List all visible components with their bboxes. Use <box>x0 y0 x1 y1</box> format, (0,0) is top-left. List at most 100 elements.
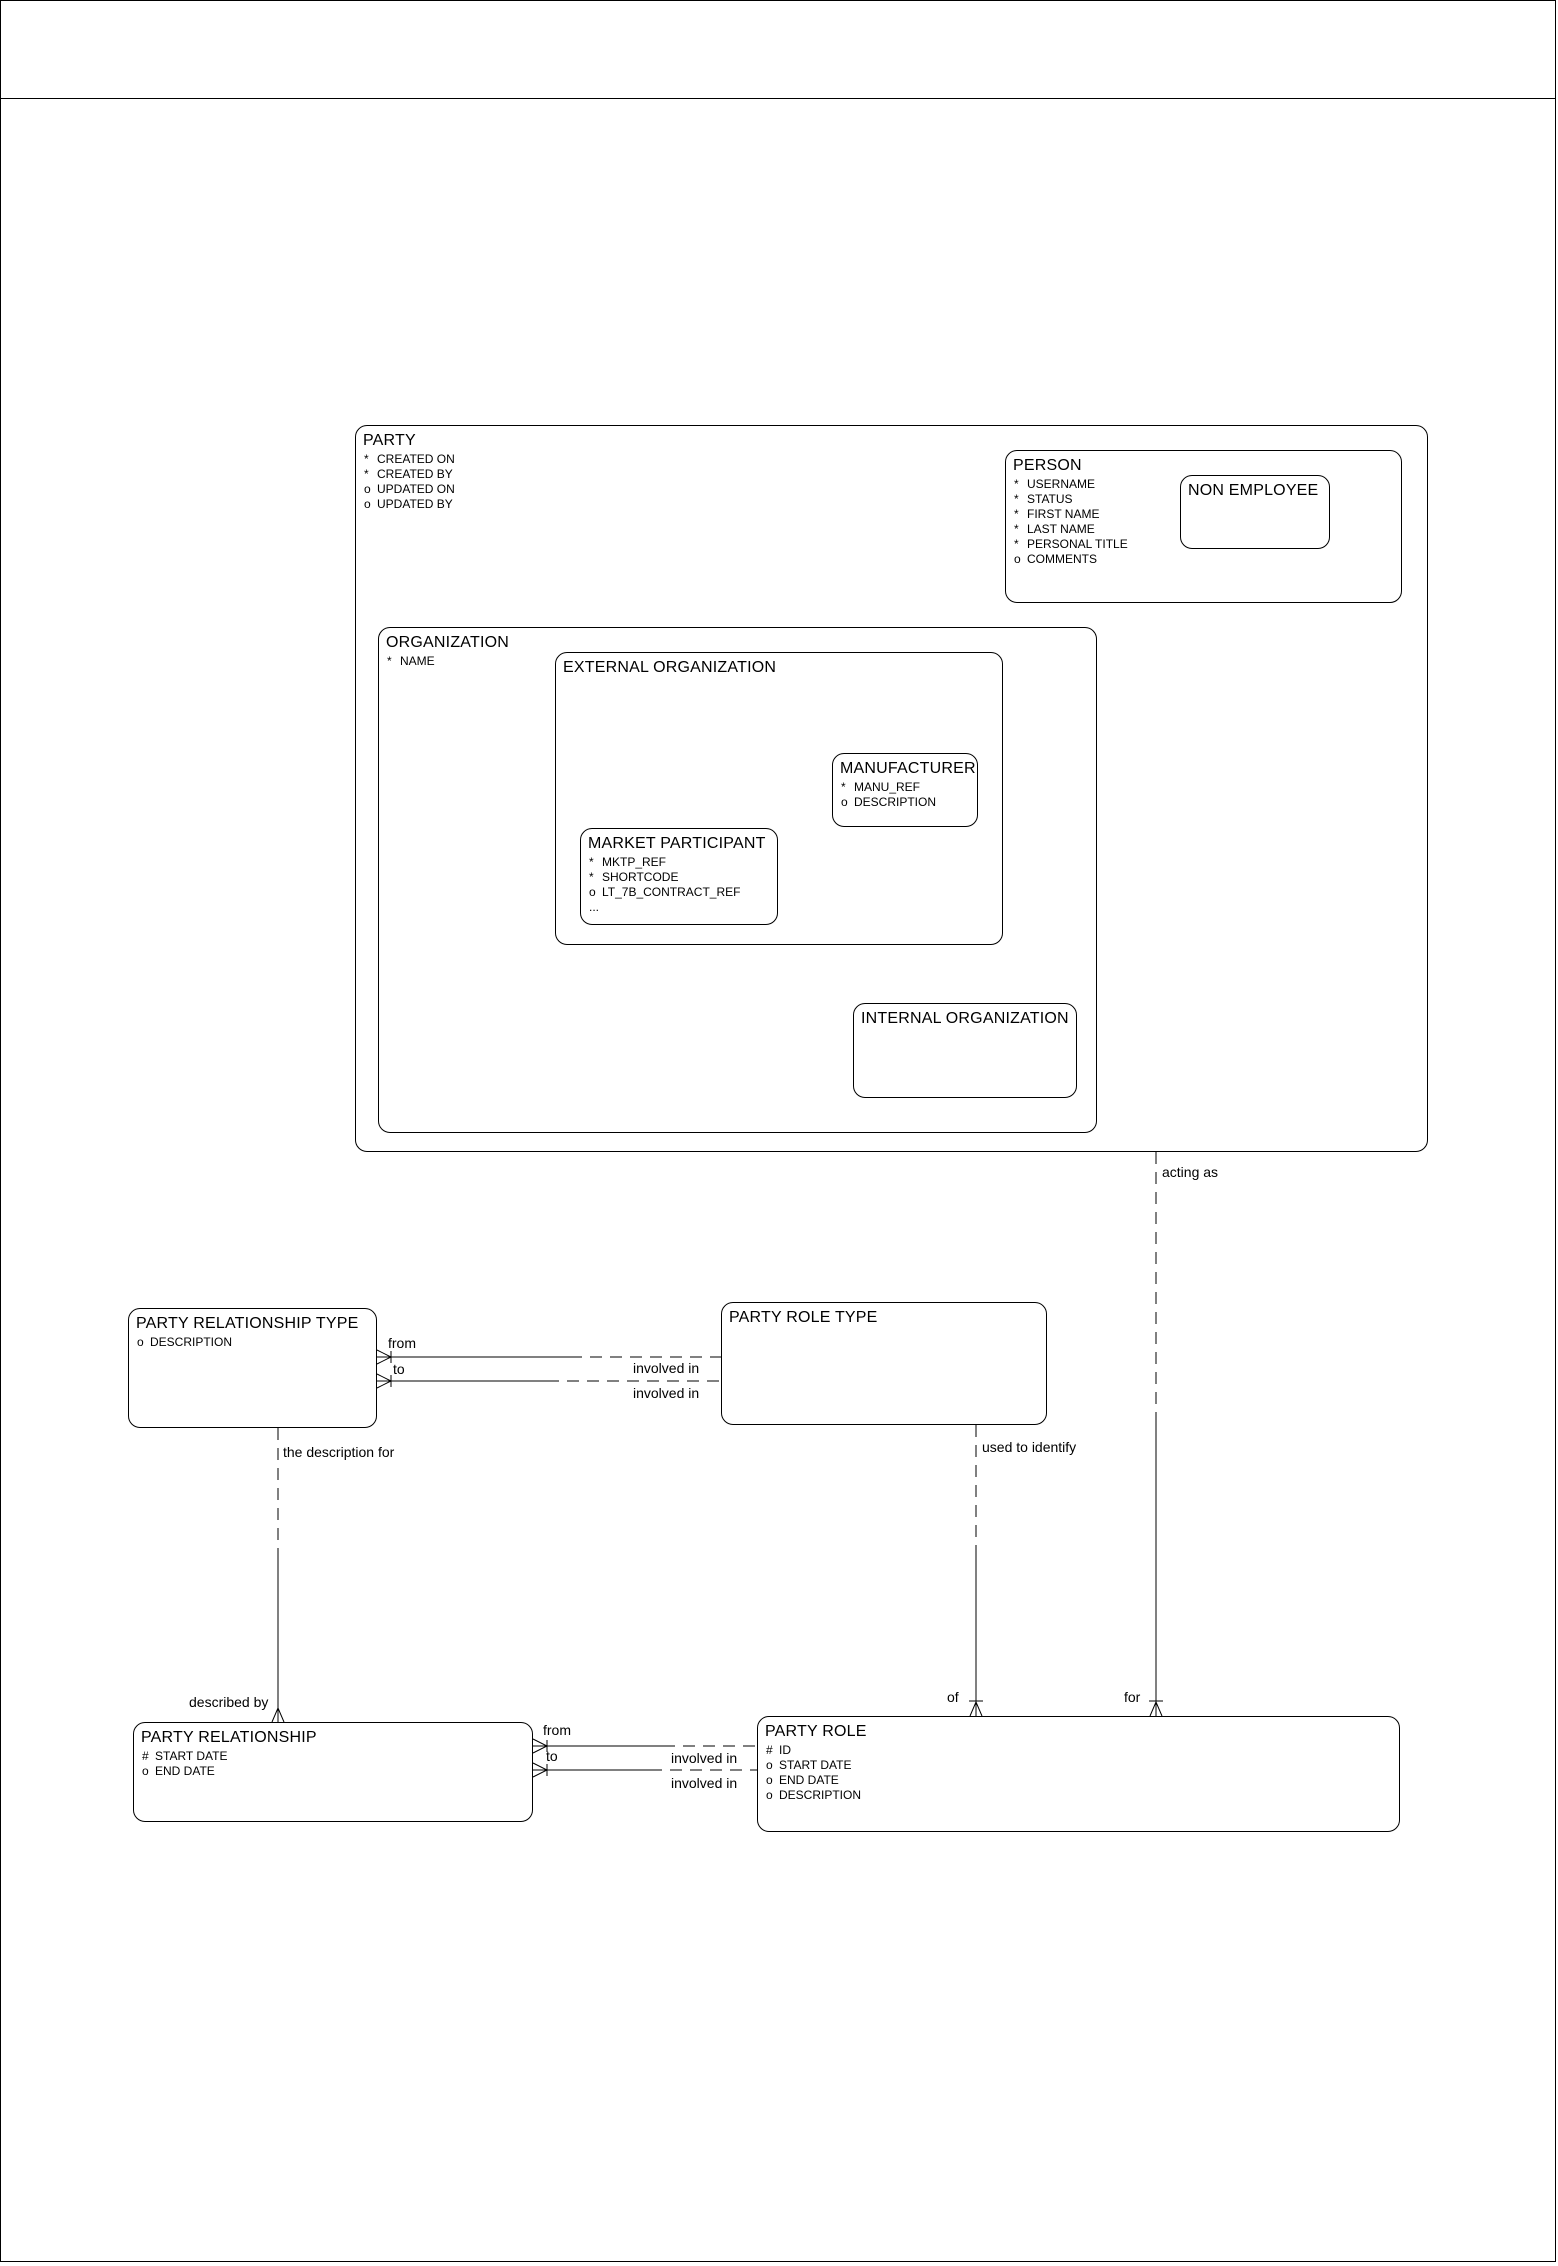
attribute-name: START DATE <box>155 1749 228 1763</box>
entity-title: NON EMPLOYEE <box>1188 482 1319 499</box>
relationship-label-to-type: to <box>393 1361 405 1377</box>
attribute-marker: o <box>766 1758 773 1772</box>
attribute-row: * NAME <box>379 654 1096 669</box>
attribute-row: * STATUS <box>1006 492 1401 507</box>
entity-title: PARTY ROLE <box>765 1723 867 1740</box>
attribute-row: * CREATED ON <box>356 452 1427 467</box>
attribute-marker: o <box>364 482 371 496</box>
attribute-marker: * <box>1014 492 1019 506</box>
relationship-label-involved-in-rel-2: involved in <box>671 1775 738 1791</box>
attribute-row: o LT_7B_CONTRACT_REF <box>581 885 777 900</box>
entity-non-employee: NON EMPLOYEE <box>1180 475 1330 549</box>
relationship-label-from-type: from <box>388 1335 416 1351</box>
attribute-marker: o <box>364 497 371 511</box>
entity-title: ORGANIZATION <box>386 634 509 651</box>
attribute-marker: * <box>1014 522 1019 536</box>
relationship-label-involved-in-rel-1: involved in <box>671 1750 738 1766</box>
attribute-row: o DESCRIPTION <box>129 1335 376 1350</box>
attribute-name: DESCRIPTION <box>854 795 937 809</box>
attribute-marker: * <box>1014 477 1019 491</box>
attribute-marker: o <box>142 1764 149 1778</box>
entity-title: PARTY RELATIONSHIP <box>141 1729 317 1746</box>
attribute-row: * USERNAME <box>1006 477 1401 492</box>
entity-title: PERSON <box>1013 457 1082 474</box>
attribute-name: SHORTCODE <box>602 870 679 884</box>
attribute-name: START DATE <box>779 1758 852 1772</box>
attribute-name: LT_7B_CONTRACT_REF <box>602 885 741 899</box>
attribute-marker: ... <box>589 900 600 914</box>
attribute-name: PERSONAL TITLE <box>1027 537 1128 551</box>
attribute-marker: o <box>589 885 596 899</box>
relationship-label-involved-in-type-1: involved in <box>633 1360 700 1376</box>
attribute-row: o DESCRIPTION <box>833 795 977 810</box>
attribute-name: END DATE <box>155 1764 215 1778</box>
attribute-name: CREATED BY <box>377 467 453 481</box>
attribute-name: MKTP_REF <box>602 855 667 869</box>
attribute-row: * FIRST NAME <box>1006 507 1401 522</box>
relationship-label-described-by: described by <box>189 1694 269 1710</box>
entity-market-participant: MARKET PARTICIPANT * MKTP_REF * SHORTCOD… <box>580 828 778 925</box>
page-header-divider <box>0 98 1556 99</box>
attribute-marker: * <box>387 654 392 668</box>
relationship-label-used-to-identify: used to identify <box>982 1439 1077 1455</box>
attribute-row: * LAST NAME <box>1006 522 1401 537</box>
entity-title: PARTY RELATIONSHIP TYPE <box>136 1315 359 1332</box>
attribute-name: CREATED ON <box>377 452 455 466</box>
attribute-marker: o <box>137 1335 144 1349</box>
entity-title: MARKET PARTICIPANT <box>588 835 766 852</box>
attribute-name: UPDATED ON <box>377 482 455 496</box>
attribute-marker: o <box>766 1773 773 1787</box>
attribute-row: * PERSONAL TITLE <box>1006 537 1401 552</box>
attribute-marker: * <box>364 452 369 466</box>
attribute-row: * SHORTCODE <box>581 870 777 885</box>
entity-party-relationship: PARTY RELATIONSHIP # START DATE o END DA… <box>133 1722 533 1822</box>
entity-title: MANUFACTURER <box>840 760 976 777</box>
attribute-name: MANU_REF <box>854 780 921 794</box>
attribute-marker: * <box>589 855 594 869</box>
attribute-name: DESCRIPTION <box>150 1335 233 1349</box>
attribute-name: DESCRIPTION <box>779 1788 862 1802</box>
attribute-name: USERNAME <box>1027 477 1096 491</box>
attribute-name: STATUS <box>1027 492 1073 506</box>
attribute-name: FIRST NAME <box>1027 507 1100 521</box>
attribute-row: ... <box>581 900 777 915</box>
attribute-marker: # <box>766 1743 773 1757</box>
attribute-name: UPDATED BY <box>377 497 453 511</box>
attribute-row: # ID <box>758 1743 1399 1758</box>
attribute-row: o END DATE <box>134 1764 532 1779</box>
attribute-row: * MANU_REF <box>833 780 977 795</box>
attribute-name: NAME <box>400 654 435 668</box>
relationship-label-to-rel: to <box>546 1748 558 1764</box>
relationship-label-of: of <box>947 1689 959 1705</box>
attribute-row: # START DATE <box>134 1749 532 1764</box>
attribute-marker: * <box>1014 537 1019 551</box>
relationship-label-from-rel: from <box>543 1722 571 1738</box>
attribute-row: o COMMENTS <box>1006 552 1401 567</box>
entity-title: INTERNAL ORGANIZATION <box>861 1010 1069 1027</box>
attribute-marker: # <box>142 1749 149 1763</box>
attribute-marker: o <box>766 1788 773 1802</box>
attribute-marker: o <box>1014 552 1021 566</box>
entity-party-relationship-type: PARTY RELATIONSHIP TYPE o DESCRIPTION <box>128 1308 377 1428</box>
attribute-name: END DATE <box>779 1773 839 1787</box>
entity-title: EXTERNAL ORGANIZATION <box>563 659 777 676</box>
attribute-row: o UPDATED BY <box>356 497 1427 512</box>
attribute-row: o DESCRIPTION <box>758 1788 1399 1803</box>
attribute-marker: * <box>589 870 594 884</box>
entity-title: PARTY ROLE TYPE <box>729 1309 878 1326</box>
attribute-marker: o <box>841 795 848 809</box>
attribute-marker: * <box>841 780 846 794</box>
attribute-row: o END DATE <box>758 1773 1399 1788</box>
entity-party-role-type: PARTY ROLE TYPE <box>721 1302 1047 1425</box>
attribute-row: * MKTP_REF <box>581 855 777 870</box>
relationship-label-for: for <box>1124 1689 1141 1705</box>
attribute-name: LAST NAME <box>1027 522 1095 536</box>
entity-manufacturer: MANUFACTURER * MANU_REF o DESCRIPTION <box>832 753 978 827</box>
entity-party-role: PARTY ROLE # ID o START DATE o END DATE … <box>757 1716 1400 1832</box>
attribute-row: * CREATED BY <box>356 467 1427 482</box>
entity-title: PARTY <box>363 432 416 449</box>
entity-internal-organization: INTERNAL ORGANIZATION <box>853 1003 1077 1098</box>
attribute-marker: * <box>1014 507 1019 521</box>
